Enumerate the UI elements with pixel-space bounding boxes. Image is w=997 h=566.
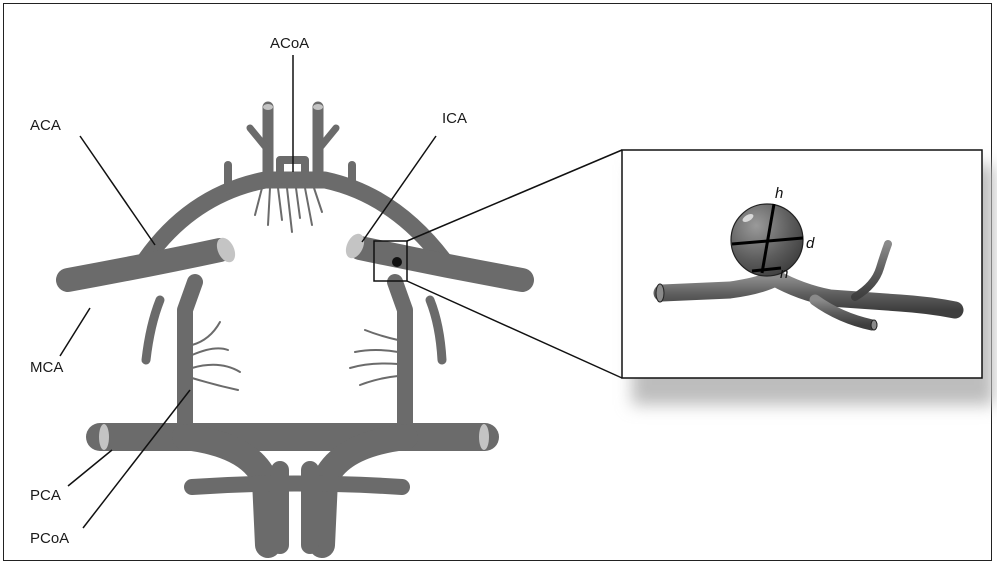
leader-pcoa <box>83 390 190 528</box>
pcoa-perforators <box>192 322 398 390</box>
vessel-caps <box>99 104 489 450</box>
label-acoa: ACoA <box>270 35 309 52</box>
leader-aca <box>80 136 155 245</box>
side-branch-right <box>430 300 442 360</box>
cap-acoa-left <box>263 104 273 110</box>
label-aca: ACA <box>30 117 61 134</box>
cap-acoa-right <box>313 104 323 110</box>
mca-right <box>360 248 522 280</box>
cap-pca-right <box>479 424 489 450</box>
acoa-perforators <box>255 188 322 232</box>
vertebral-branch <box>192 484 402 488</box>
label-diameter: d <box>806 235 815 252</box>
leader-mca <box>60 308 90 356</box>
side-branch-left <box>146 300 160 360</box>
inset-frame <box>622 150 982 378</box>
label-ica: ICA <box>442 110 467 127</box>
inset-vessel-cap <box>656 284 664 302</box>
label-neck: n <box>780 265 788 282</box>
label-height: h <box>775 185 783 202</box>
label-mca: MCA <box>30 359 63 376</box>
circle-of-willis <box>68 107 522 545</box>
label-pcoa: PCoA <box>30 530 69 547</box>
pcoa-right <box>395 282 405 435</box>
aneurysm-dot <box>392 257 402 267</box>
inset-panel: h d n <box>622 150 994 405</box>
inset-branch-cap <box>871 320 877 330</box>
leader-pca <box>68 450 112 486</box>
pcoa-left <box>185 282 195 435</box>
cap-pca-left <box>99 424 109 450</box>
label-pca: PCA <box>30 487 61 504</box>
